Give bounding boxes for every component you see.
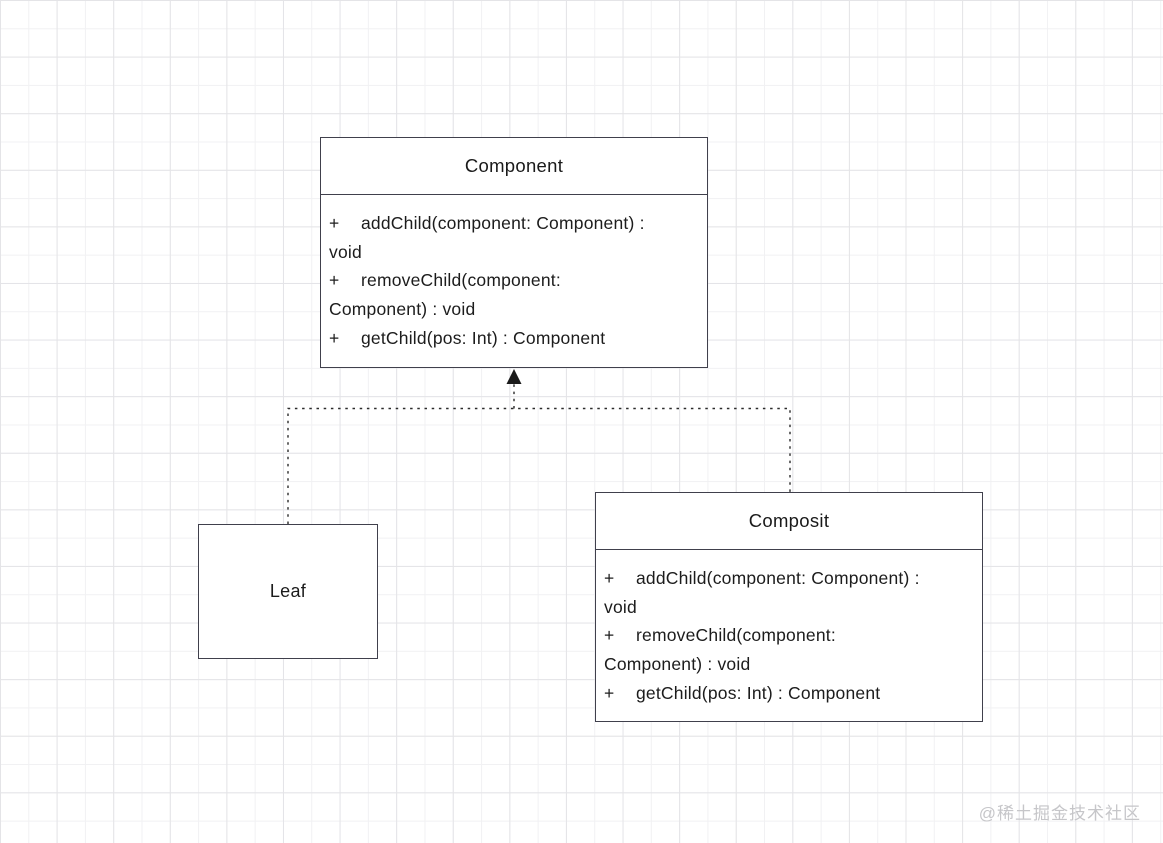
method-signature: +addChild(component: Component) : void — [329, 209, 703, 266]
visibility-public-sign: + — [604, 568, 615, 588]
visibility-public-sign: + — [329, 213, 340, 233]
method-line: +addChild(component: Component) : — [604, 564, 978, 593]
method-signature: +removeChild(component: Component) : void — [604, 621, 978, 678]
class-methods-compartment: +addChild(component: Component) : void +re… — [321, 195, 707, 353]
method-line-continuation: Component) : void — [604, 654, 751, 675]
class-title: Composit — [596, 493, 982, 550]
class-box-leaf: Leaf — [198, 524, 378, 659]
method-line: +removeChild(component: — [329, 266, 703, 295]
method-line: +getChild(pos: Int) : Component — [604, 679, 978, 708]
visibility-public-sign: + — [329, 270, 340, 291]
watermark: @稀土掘金技术社区 — [978, 804, 1141, 823]
visibility-public-sign: + — [604, 625, 615, 646]
class-box-composit: Composit +addChild(component: Component)… — [595, 492, 983, 722]
class-box-component: Component +addChild(component: Component… — [320, 137, 708, 368]
method-signature: +addChild(component: Component) : void — [604, 564, 978, 621]
method-signature: +getChild(pos: Int) : Component — [329, 324, 703, 353]
class-methods-compartment: +addChild(component: Component) : void +re… — [596, 550, 982, 708]
method-signature: +getChild(pos: Int) : Component — [604, 679, 978, 708]
visibility-public-sign: + — [329, 327, 340, 348]
class-title: Leaf — [269, 581, 307, 601]
method-line: +getChild(pos: Int) : Component — [329, 324, 703, 353]
method-line: +removeChild(component: — [604, 621, 978, 650]
method-line-continuation: void — [604, 596, 637, 617]
method-line: +addChild(component: Component) : — [329, 209, 703, 238]
visibility-public-sign: + — [604, 682, 615, 703]
method-line-continuation: void — [329, 241, 362, 262]
method-line-continuation: Component) : void — [329, 299, 476, 320]
method-signature: +removeChild(component: Component) : void — [329, 266, 703, 323]
class-title: Component — [321, 138, 707, 195]
generalization-arrowhead-icon — [506, 369, 522, 384]
